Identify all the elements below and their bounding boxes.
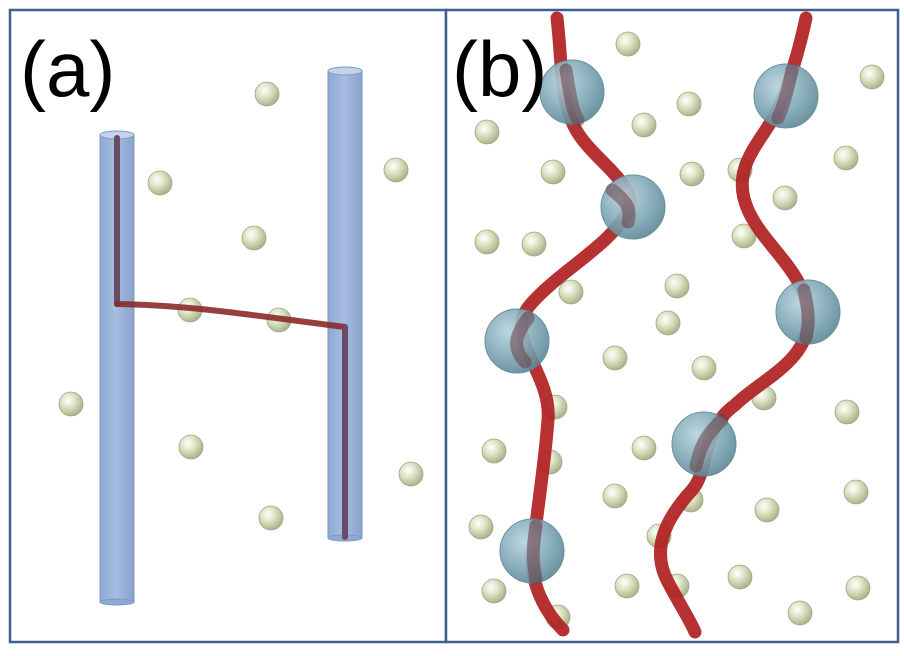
particle (178, 434, 204, 460)
particle (602, 483, 628, 509)
chain-b-overlays (510, 63, 815, 585)
particle (474, 119, 500, 145)
particle (834, 399, 860, 425)
particle (614, 573, 640, 599)
particle (845, 575, 871, 601)
particle (258, 505, 284, 531)
particle (521, 231, 547, 257)
panel-a-frame (8, 8, 448, 644)
particle (754, 497, 780, 523)
particle (383, 157, 409, 183)
particle (615, 31, 641, 57)
particle (241, 225, 267, 251)
particle (540, 159, 566, 185)
particle (631, 435, 657, 461)
particle (468, 514, 494, 540)
particle (843, 479, 869, 505)
particle (58, 391, 84, 417)
panel-b-label: (b) (452, 25, 548, 113)
particle (676, 91, 702, 117)
particle (679, 161, 705, 187)
particle (664, 273, 690, 299)
particle (859, 64, 885, 90)
chain-a-bridge-segment (114, 301, 348, 330)
particle (602, 345, 628, 371)
particle (772, 185, 798, 211)
particle (691, 355, 717, 381)
particle (655, 310, 681, 336)
particle (398, 461, 424, 487)
particle (147, 170, 173, 196)
panel-a-label: (a) (20, 25, 116, 113)
panel-a (58, 66, 424, 606)
particle (254, 81, 280, 107)
particle (727, 564, 753, 590)
panel-b (468, 11, 885, 639)
particle (481, 578, 507, 604)
particle (474, 229, 500, 255)
particle (787, 600, 813, 626)
particle (833, 145, 859, 171)
particle (558, 279, 584, 305)
particle (631, 112, 657, 138)
particles-a (58, 81, 424, 531)
particle (481, 438, 507, 464)
